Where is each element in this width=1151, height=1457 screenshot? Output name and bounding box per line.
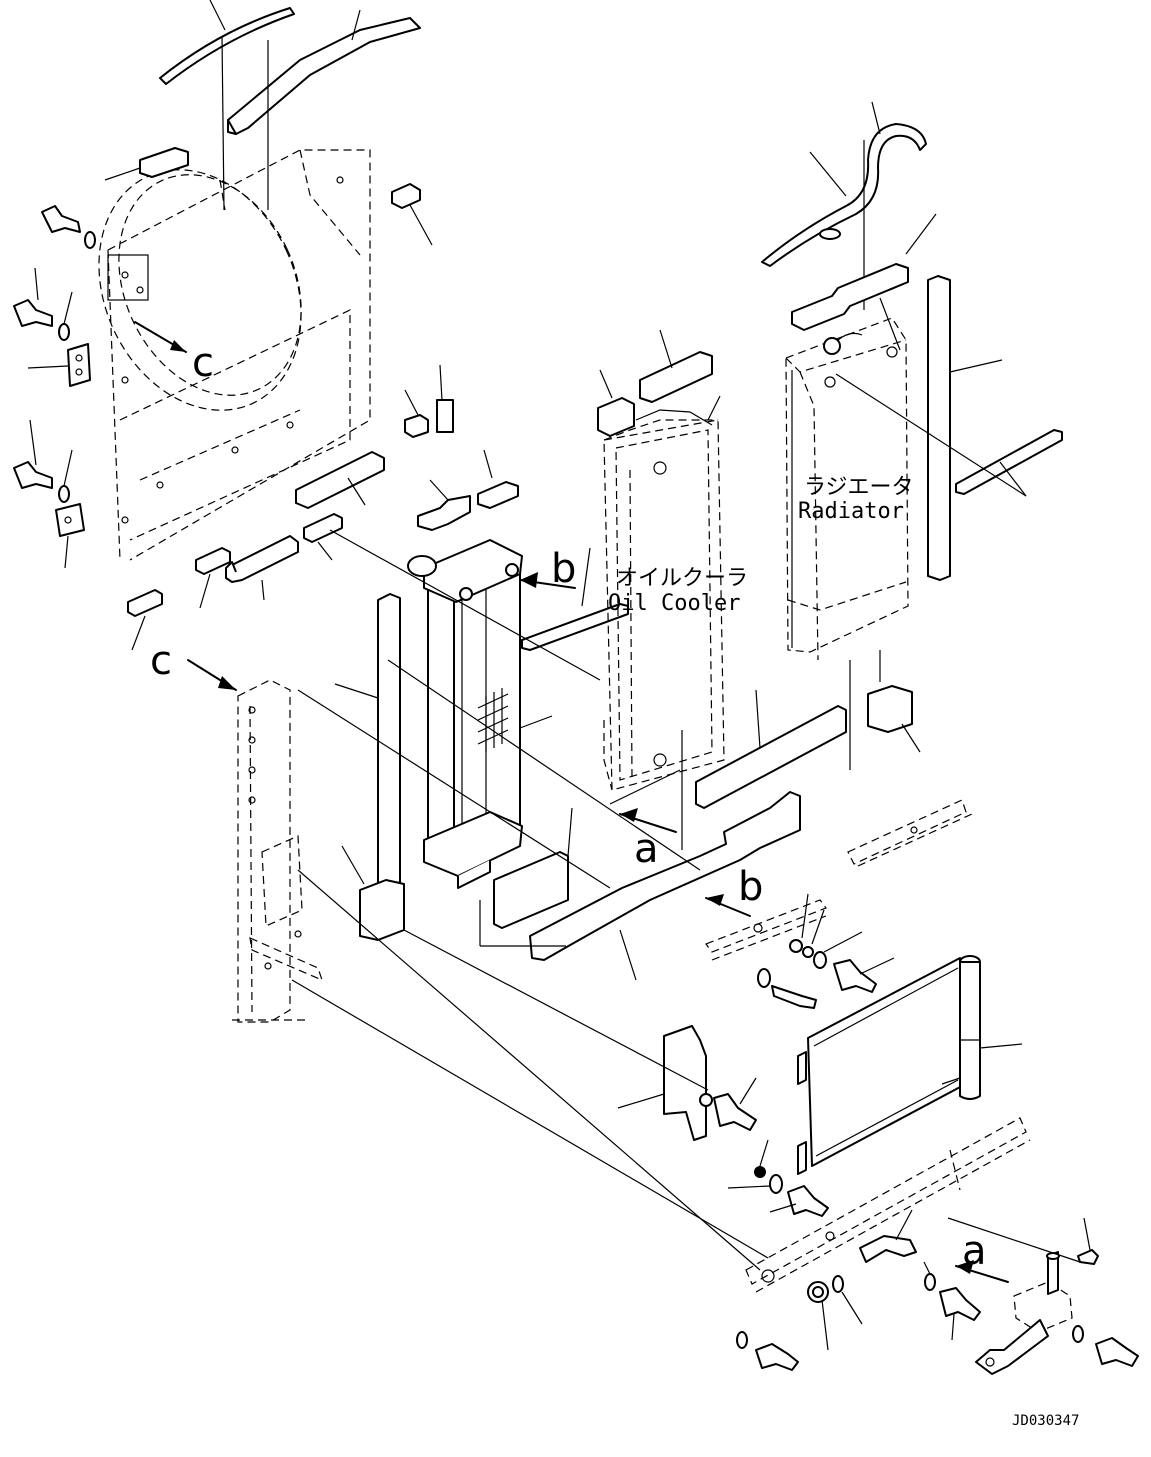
seal-l-piece (225, 535, 299, 601)
radiator-hose (761, 101, 927, 267)
radiator-label-jp: ラジエータ (804, 475, 914, 500)
oil-cooler-frame (603, 409, 725, 791)
radiator-label-en: Radiator (798, 499, 904, 524)
oil-cooler-label-jp: オイルクーラ (616, 566, 748, 591)
fan-shroud (98, 149, 371, 561)
oil-cooler-core (407, 539, 553, 889)
bolt-upper-left (41, 205, 96, 249)
bracket-left-1 (27, 343, 91, 387)
view-b-label-upper: b (551, 546, 576, 592)
oil-cooler-top-pads (597, 329, 713, 437)
view-b-arrow-lower: b (705, 864, 763, 917)
view-c-label-lower: c (150, 638, 172, 684)
seal-block-3 (404, 389, 429, 438)
support-stay (232, 679, 323, 1023)
upper-right-bracket (847, 799, 973, 867)
small-clip-bottom (859, 1209, 917, 1263)
seal-small-1 (195, 547, 231, 609)
view-c-label-upper: c (192, 340, 214, 386)
view-a-label-lower: a (962, 1228, 987, 1274)
condenser-core (797, 957, 963, 1175)
radiator-bottom-block (867, 685, 921, 753)
view-a-arrow-mid: a (619, 808, 677, 872)
mid-bracket (705, 899, 827, 961)
seal-block-1 (104, 147, 189, 181)
lower-seal-pad (493, 807, 573, 929)
view-b-label-lower: b (738, 864, 763, 910)
drain-valve (975, 1217, 1139, 1375)
seal-block-2 (391, 183, 433, 246)
bolt-mid-lower (757, 968, 817, 1009)
view-a-arrow-lower: a (955, 1228, 1009, 1283)
nut-lower (727, 1139, 783, 1194)
seal-small-3 (127, 589, 163, 651)
side-bracket (617, 1025, 713, 1141)
view-b-arrow-upper: b (519, 546, 576, 592)
seal-block-4 (436, 364, 454, 433)
view-c-arrow-lower: c (150, 638, 237, 691)
drawing-code: JD030347 (1012, 1413, 1079, 1429)
bottom-bracket (745, 1117, 1031, 1293)
radiator-horizontal-rod (955, 429, 1063, 497)
view-c-arrow-upper: c (134, 321, 214, 386)
leader-lines (221, 35, 1081, 1271)
bolt-lower-1 (769, 1185, 829, 1217)
top-seal-strip (227, 9, 421, 135)
core-mesh-pattern (477, 688, 509, 752)
oil-cooler-label-en: Oil Cooler (608, 591, 740, 616)
oil-cooler-top-seals (417, 449, 519, 531)
radiator-side-seal (927, 275, 1003, 581)
rod-seal (521, 547, 629, 651)
bottom-fasteners (736, 1261, 981, 1371)
receiver-drier (941, 955, 1023, 1100)
bolt-left-2 (13, 419, 73, 503)
top-curved-hose (159, 0, 295, 85)
bolt-side-bracket (713, 1077, 757, 1131)
radiator-top-seal (791, 213, 937, 331)
vertical-seal-strip-left (334, 593, 401, 889)
leader-radiator (835, 373, 1027, 497)
seal-small-2 (303, 513, 343, 561)
long-seal-strip-1 (695, 689, 847, 809)
bolt-left-1 (13, 267, 73, 341)
bracket-left-2 (55, 503, 85, 569)
nut-mid (789, 893, 863, 969)
view-a-label-mid: a (634, 826, 659, 872)
radiator-frame (785, 317, 909, 661)
bolt-mid-right (833, 957, 895, 993)
long-seal-strip-2 (529, 791, 801, 981)
seal-strip-middle (295, 451, 385, 509)
